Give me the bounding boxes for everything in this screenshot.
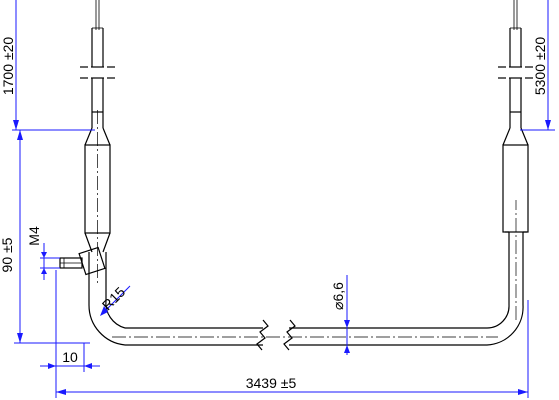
left-sensor-sleeve xyxy=(84,110,111,285)
tube xyxy=(88,200,524,351)
right-sensor-sleeve xyxy=(502,111,529,233)
thread-stub xyxy=(59,246,106,276)
dim-total-length: 3439 ±5 xyxy=(55,300,529,398)
dim-thread-text: M4 xyxy=(26,226,42,246)
dim-sensor-height: 90 ±5 xyxy=(0,130,90,344)
left-cable xyxy=(80,0,115,112)
dim-offset-text: 10 xyxy=(62,349,78,365)
dim-right-cable-text: 5300 ±20 xyxy=(532,37,548,96)
dim-bend-radius: R15 xyxy=(99,284,131,316)
dim-total-length-text: 3439 ±5 xyxy=(246,375,297,391)
dim-left-cable-text: 1700 ±20 xyxy=(0,37,16,96)
dim-left-cable: 1700 ±20 xyxy=(0,0,95,131)
dim-offset: 10 xyxy=(40,270,100,372)
right-cable xyxy=(498,0,533,112)
dim-tube-diameter: ⌀6,6 xyxy=(330,275,350,355)
dim-sensor-height-text: 90 ±5 xyxy=(0,237,15,272)
dim-right-cable: 5300 ±20 xyxy=(520,0,555,131)
dim-tube-diameter-text: ⌀6,6 xyxy=(330,282,346,310)
dim-thread: M4 xyxy=(26,226,60,280)
